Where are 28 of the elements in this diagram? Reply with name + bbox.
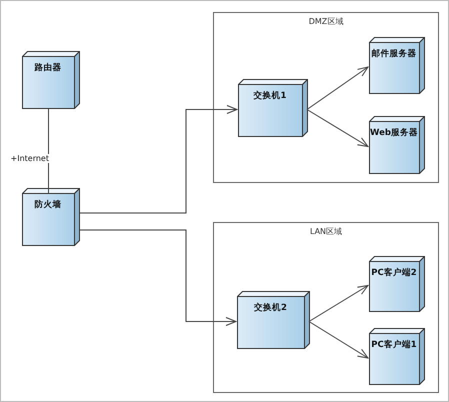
arrow [80,105,238,214]
arrow [306,66,368,110]
region-frame [213,12,439,183]
arrow [308,285,368,322]
node-label: 邮件服务器 [370,48,418,60]
region-frame [213,222,439,393]
node-cube [369,116,425,174]
connector-line [48,108,49,194]
arrow [308,321,368,358]
node-label: PC客户端1 [370,339,418,351]
node-label: Web服务器 [369,127,419,139]
region-title: LAN区域 [308,226,344,237]
node-label: 交换机2 [253,302,288,314]
node-cube [22,51,80,109]
node-cube [237,291,310,349]
node-cube [369,328,425,385]
node-cube [238,79,308,137]
edge-label: +Internet [10,154,49,163]
arrow [306,109,368,147]
node-cube [369,37,425,94]
region-title: DMZ区域 [308,16,344,27]
node-cube [369,256,425,312]
node-cube [22,188,80,246]
arrow [80,230,236,326]
node-label: PC客户端2 [370,267,418,279]
node-label: 防火墙 [34,199,62,211]
node-label: 交换机1 [252,90,288,102]
node-label: 路由器 [34,62,62,74]
